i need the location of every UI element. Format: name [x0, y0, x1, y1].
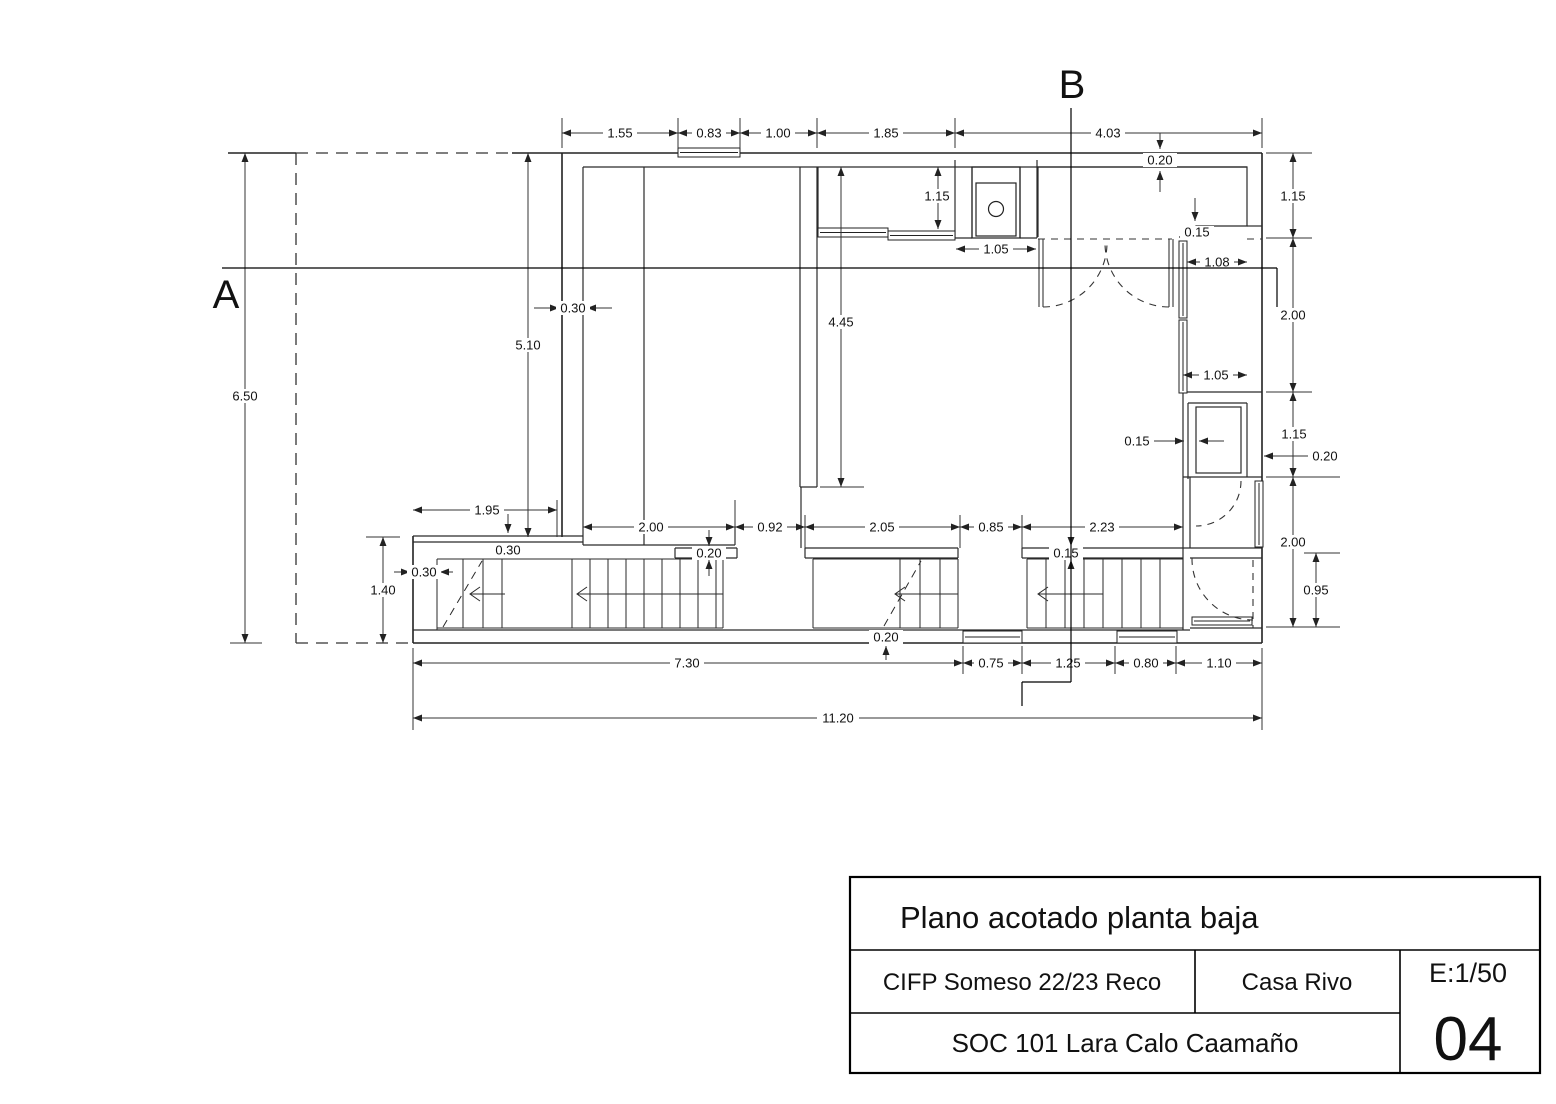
window-bottom-1: [962, 630, 1023, 644]
section-lines: [222, 108, 1278, 706]
windows: [677, 147, 1264, 644]
dim-label-110: 1.10: [1206, 656, 1231, 671]
dim-label-223: 2.23: [1089, 520, 1114, 535]
entry-door-swing: [1191, 557, 1254, 621]
door-swing-right: [1104, 242, 1170, 308]
dim-label-080: 0.80: [1133, 656, 1158, 671]
titleblock-author: SOC 101 Lara Calo Caamaño: [952, 1028, 1299, 1058]
dim-label-650: 6.50: [232, 389, 257, 404]
titleblock-title: Plano acotado planta baja: [900, 900, 1259, 935]
dim-label-195: 1.95: [474, 503, 499, 518]
dim-label-015c: 0.15: [1053, 546, 1078, 561]
dimension-labels: 1.55 0.83 1.00 1.85 4.03 0.20 1.15 0.15 …: [228, 126, 1342, 726]
stair-direction-arrow: [469, 586, 481, 602]
door-swing-left: [1042, 242, 1108, 308]
dim-label-top-4: 1.85: [873, 126, 898, 141]
titleblock-school: CIFP Someso 22/23 Reco: [883, 969, 1161, 996]
section-label-b: B: [1059, 63, 1086, 107]
dim-label-right-115a: 1.15: [1280, 189, 1305, 204]
dim-label-020d: 0.20: [873, 630, 898, 645]
dim-label-wall-030: 0.30: [560, 301, 585, 316]
titleblock-project: Casa Rivo: [1242, 969, 1353, 996]
fixture-drain-icon: [987, 200, 1005, 218]
dashed-boundary: [295, 152, 512, 644]
titleblock-sheet-number: 04: [1434, 1005, 1503, 1074]
dim-label-top-5: 4.03: [1095, 126, 1120, 141]
closet-door-swing: [1195, 480, 1242, 527]
window-bottom-2: [1116, 630, 1178, 644]
stair-run-1: [436, 558, 724, 630]
dim-label-top-2: 0.83: [696, 126, 721, 141]
dim-label-closet-015: 0.15: [1124, 434, 1149, 449]
dim-label-glazing-105: 1.05: [1203, 368, 1228, 383]
fixture: [971, 166, 1021, 239]
window-door-room-sill: [1191, 616, 1253, 626]
dim-label-top-1: 1.55: [607, 126, 632, 141]
window-sill-mid-room: [817, 227, 956, 241]
window-right-wall: [1254, 480, 1264, 548]
double-door: [1038, 239, 1174, 307]
dim-label-030b: 0.30: [495, 543, 520, 558]
dim-label-085: 0.85: [978, 520, 1003, 535]
dim-label-right-200a: 2.00: [1280, 308, 1305, 323]
dim-label-092: 0.92: [757, 520, 782, 535]
stair-direction-arrow: [576, 586, 588, 602]
dim-label-095: 0.95: [1303, 583, 1328, 598]
dim-label-stub-015: 0.15: [1184, 225, 1209, 240]
stair-run-2: [812, 558, 959, 629]
dim-label-445: 4.45: [828, 315, 853, 330]
dim-label-top-3: 1.00: [765, 126, 790, 141]
titleblock-scale: E:1/50: [1429, 958, 1507, 988]
dim-label-right-200b: 2.00: [1280, 535, 1305, 550]
dim-label-125: 1.25: [1055, 656, 1080, 671]
stair-direction-arrow: [894, 586, 906, 602]
dim-label-wall-020: 0.20: [1147, 153, 1172, 168]
dim-label-730: 7.30: [674, 656, 699, 671]
dim-label-205: 2.05: [869, 520, 894, 535]
dim-label-030c: 0.30: [411, 565, 436, 580]
dim-label-room-115: 1.15: [924, 189, 949, 204]
stair-direction-arrow: [1037, 586, 1049, 602]
section-label-a: A: [213, 273, 240, 317]
dim-label-200c: 2.00: [638, 520, 663, 535]
dim-label-075: 0.75: [978, 656, 1003, 671]
dim-label-niche-105: 1.05: [983, 242, 1008, 257]
title-block: Plano acotado planta baja CIFP Someso 22…: [848, 875, 1542, 1075]
dim-label-right-115b: 1.15: [1281, 427, 1306, 442]
dim-label-140: 1.40: [370, 583, 395, 598]
glazed-partition: [1178, 240, 1188, 394]
dim-label-1120: 11.20: [822, 711, 854, 726]
dim-label-right-020: 0.20: [1312, 449, 1337, 464]
window-top: [677, 147, 741, 158]
stair-break-line: [883, 560, 922, 627]
dim-label-108: 1.08: [1204, 255, 1229, 270]
dim-label-510: 5.10: [515, 338, 540, 353]
dim-label-020c: 0.20: [696, 546, 721, 561]
doors: [1038, 238, 1262, 628]
stair-break-line: [442, 560, 483, 628]
stair-run-3: [1026, 558, 1183, 629]
